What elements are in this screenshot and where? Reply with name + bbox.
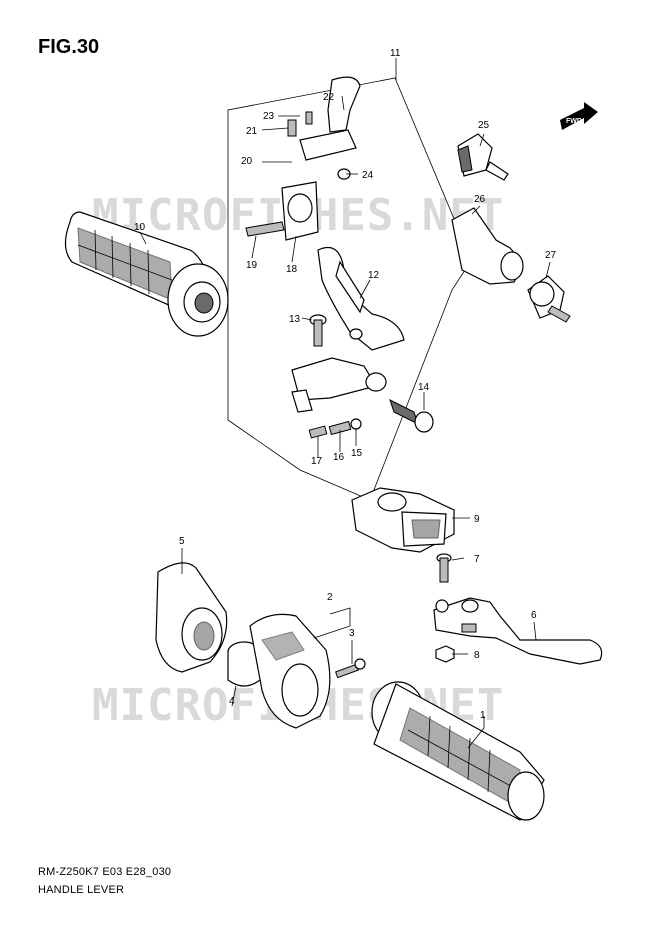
callout-10: 10 (134, 222, 146, 233)
callout-13: 13 (289, 314, 301, 325)
callout-27: 27 (545, 250, 557, 261)
figure-title: FIG.30 (38, 36, 100, 58)
lever-bracket (291, 328, 387, 413)
spring-set (308, 418, 362, 439)
callout-2: 2 (327, 592, 333, 603)
screw-3 (334, 658, 366, 679)
brake-lever-6 (433, 597, 603, 665)
figure-code: RM-Z250K7 E03 E28_030 (38, 866, 172, 878)
callout-23: 23 (263, 111, 275, 122)
callout-24: 24 (362, 170, 374, 181)
adjuster-27 (527, 275, 571, 323)
callout-14: 14 (418, 382, 430, 393)
callout-1: 1 (480, 710, 486, 721)
cover-26 (451, 207, 524, 285)
callout-20: 20 (241, 156, 253, 167)
callouts: 1 2 3 4 5 6 7 8 9 10 11 12 13 14 15 16 1… (134, 48, 557, 721)
callout-3: 3 (349, 628, 355, 639)
callout-16: 16 (333, 452, 345, 463)
callout-18: 18 (286, 264, 298, 275)
callout-19: 19 (246, 260, 258, 271)
leader-lines (139, 58, 551, 749)
callout-7: 7 (474, 554, 480, 565)
callout-17: 17 (311, 456, 323, 467)
callout-15: 15 (351, 448, 363, 459)
callout-21: 21 (246, 126, 258, 137)
nut-8 (435, 645, 455, 663)
callout-8: 8 (474, 650, 480, 661)
callout-11: 11 (390, 48, 401, 59)
clutch-perch (245, 76, 361, 241)
callout-12: 12 (368, 270, 380, 281)
grip-left-ribs (77, 229, 173, 295)
throttle-housing-5 (155, 562, 228, 673)
adjuster-14 (389, 399, 434, 433)
fwd-arrow-icon: FWD (560, 102, 598, 130)
bolt-13 (309, 314, 327, 347)
callout-9: 9 (474, 514, 480, 525)
callout-4: 4 (229, 696, 235, 707)
cable-guide-25 (457, 133, 509, 181)
grip-left (64, 211, 229, 337)
fwd-label: FWD (566, 118, 582, 125)
figure-name: HANDLE LEVER (38, 884, 125, 896)
grip-right (371, 681, 545, 821)
callout-6: 6 (531, 610, 537, 621)
bolt-7 (436, 553, 452, 583)
callout-5: 5 (179, 536, 185, 547)
callout-25: 25 (478, 120, 490, 131)
callout-22: 22 (323, 92, 335, 103)
grip-right-ribs (407, 715, 519, 793)
throttle-body-2 (249, 613, 331, 729)
callout-26: 26 (474, 194, 486, 205)
clutch-lever (317, 246, 405, 351)
housing-9 (351, 487, 455, 553)
